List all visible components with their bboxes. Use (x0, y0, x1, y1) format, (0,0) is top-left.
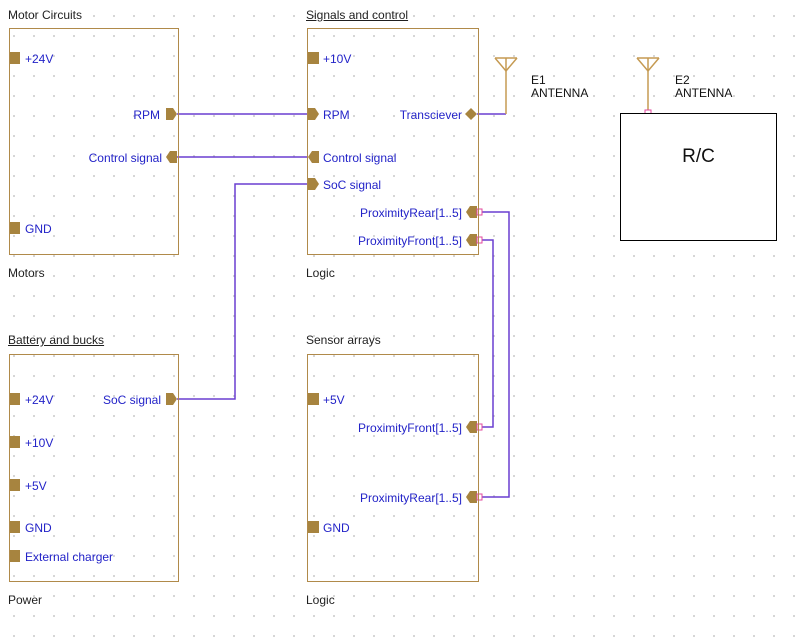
wires (177, 113, 510, 498)
pin-sensor-prox-rear[interactable] (466, 491, 477, 503)
sensor-pin-prox-front-label: ProximityFront[1..5] (357, 421, 462, 435)
battery-pin-24v-label: +24V (25, 393, 54, 407)
battery-pin-10v-label: +10V (25, 436, 54, 450)
signals-pin-soc-label: SoC signal (323, 178, 382, 192)
motor-circuits-block[interactable] (9, 28, 179, 255)
pin-motor-24v[interactable] (9, 52, 20, 64)
sensor-pin-5v-label: +5V (323, 393, 345, 407)
battery-pin-gnd-label: GND (25, 521, 52, 535)
wire-soc-signal[interactable] (177, 183, 308, 400)
battery-bucks-block[interactable] (9, 354, 179, 582)
signals-pin-rpm-label: RPM (323, 108, 350, 122)
antenna-e2-type: ANTENNA (675, 86, 733, 100)
signals-footer-label: Logic (306, 266, 335, 280)
antenna-e2-ref: E2 (675, 73, 690, 87)
motor-pin-rpm-label: RPM (133, 108, 160, 122)
pin-signals-prox-rear[interactable] (466, 206, 477, 218)
motor-pin-gnd-label: GND (25, 222, 52, 236)
antenna-e2-symbol[interactable] (636, 57, 660, 110)
antenna-e1-type: ANTENNA (531, 86, 589, 100)
sensor-arrays-block[interactable] (307, 354, 479, 582)
battery-pin-5v-label: +5V (25, 479, 47, 493)
signals-control-block[interactable] (307, 28, 479, 255)
pin-signals-rpm[interactable] (308, 108, 319, 120)
signals-pin-10v-label: +10V (323, 52, 352, 66)
antenna-e1-symbol[interactable] (494, 57, 518, 114)
pin-signals-soc[interactable] (308, 178, 319, 190)
sensor-pin-gnd-label: GND (323, 521, 350, 535)
battery-pin-charger-label: External charger (25, 550, 114, 564)
pin-battery-charger[interactable] (9, 550, 20, 562)
sensor-pin-prox-rear-label: ProximityRear[1..5] (359, 491, 462, 505)
pin-battery-gnd[interactable] (9, 521, 20, 533)
pin-signals-prox-front[interactable] (466, 234, 477, 246)
battery-bucks-title[interactable]: Battery and bucks (8, 333, 105, 347)
rc-label: R/C (682, 146, 715, 167)
battery-pin-soc-label: SoC signal (102, 393, 161, 407)
antenna-e1-ref: E1 (531, 73, 546, 87)
signals-pin-prox-front-label: ProximityFront[1..5] (357, 234, 462, 248)
signals-pin-transceiver-label: Transciever (399, 108, 462, 122)
pin-battery-24v[interactable] (9, 393, 20, 405)
wire-proximity-front[interactable] (481, 239, 494, 428)
pin-motor-rpm[interactable] (166, 108, 177, 120)
pin-battery-soc[interactable] (166, 393, 177, 405)
rc-box[interactable]: R/C (620, 113, 777, 241)
battery-footer-label: Power (8, 593, 43, 607)
pin-motor-gnd[interactable] (9, 222, 20, 234)
sensor-arrays-title: Sensor arrays (306, 333, 381, 347)
signals-control-title[interactable]: Signals and control (306, 8, 409, 22)
pin-signals-control[interactable] (308, 151, 319, 163)
signals-pin-control-label: Control signal (323, 151, 397, 165)
pin-sensor-5v[interactable] (308, 393, 319, 405)
pin-signals-10v[interactable] (308, 52, 319, 64)
motor-footer-label: Motors (8, 266, 45, 280)
motor-pin-24v-label: +24V (25, 52, 54, 66)
pin-signals-transceiver[interactable] (465, 108, 477, 120)
motor-pin-control-label: Control signal (88, 151, 162, 165)
pin-battery-10v[interactable] (9, 436, 20, 448)
motor-circuits-title: Motor Circuits (8, 8, 83, 22)
wire-proximity-rear[interactable] (481, 211, 510, 498)
sensor-footer-label: Logic (306, 593, 335, 607)
pin-motor-control[interactable] (166, 151, 177, 163)
pin-sensor-gnd[interactable] (308, 521, 319, 533)
signals-pin-prox-rear-label: ProximityRear[1..5] (359, 206, 462, 220)
pin-sensor-prox-front[interactable] (466, 421, 477, 433)
pin-battery-5v[interactable] (9, 479, 20, 491)
